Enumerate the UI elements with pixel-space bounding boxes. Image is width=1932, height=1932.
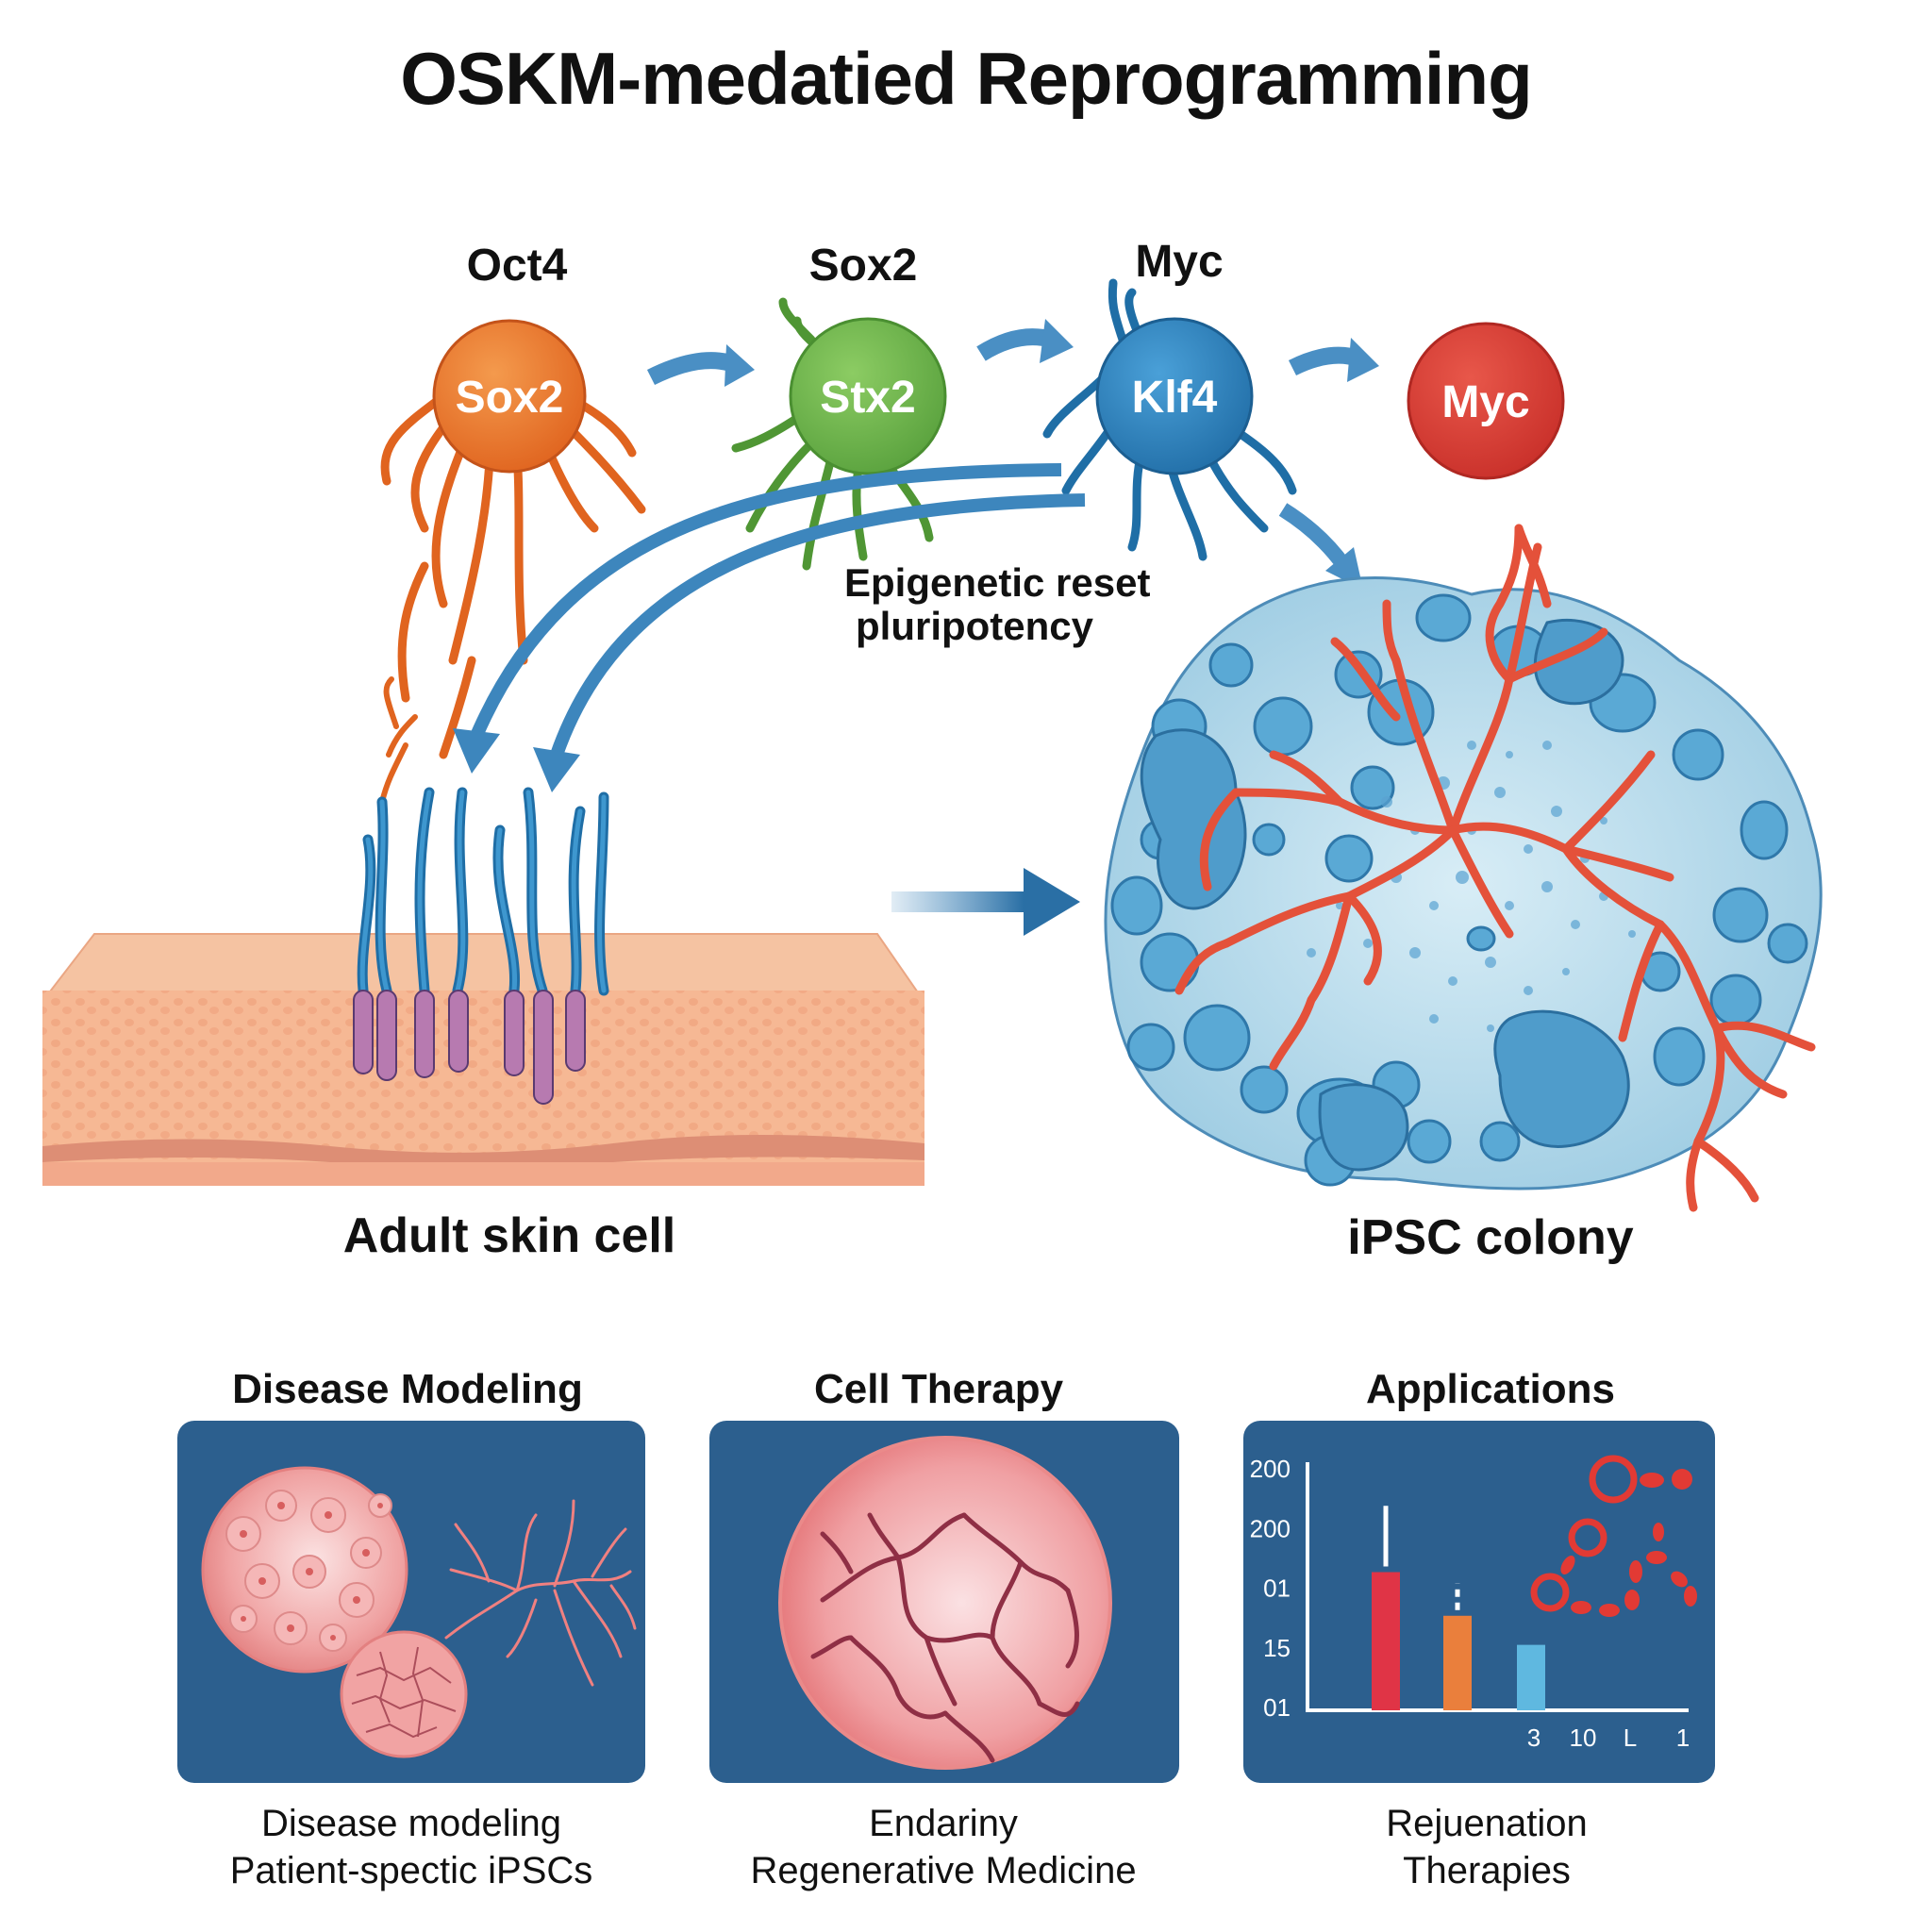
factor-label-oct4: Oct4 [466, 241, 568, 291]
sox2-cell-body [789, 317, 947, 475]
cell-label-myc: Myc [1441, 377, 1529, 427]
vessel-network [1174, 524, 1816, 1212]
oct4-cell-body [432, 319, 587, 474]
caption-applications: Rejuenation Therapies [1223, 1800, 1751, 1894]
bar-2 [1443, 1615, 1472, 1710]
molecule-illustration [1530, 1455, 1697, 1617]
myc-cell-body [1407, 322, 1565, 480]
caption-line2: Patient-spectic iPSCs [229, 1850, 593, 1891]
source-label: Adult skin cell [342, 1208, 676, 1263]
flow-arrow-1 [646, 352, 734, 386]
ipsc-colony [1104, 524, 1823, 1212]
arrow-head-icon [1040, 319, 1074, 363]
caption-cell-therapy: Endariny Regenerative Medicine [679, 1800, 1208, 1894]
panel-applications: 200 200 01 15 01 3 10 L 1 [1243, 1421, 1715, 1783]
arrow-head-icon [724, 344, 755, 387]
caption-line1: Disease modeling [261, 1803, 561, 1844]
hair-follicles [353, 787, 609, 1105]
caption-disease-modeling: Disease modeling Patient-spectic iPSCs [147, 1800, 675, 1894]
panel-title-disease-modeling: Disease Modeling [232, 1366, 583, 1412]
cell-label-klf4: Klf4 [1132, 373, 1218, 423]
page-title: OSKM-medatied Reprogramming [400, 37, 1532, 120]
arrow-head-icon [533, 747, 580, 792]
y-tick-label: 01 [1263, 1693, 1291, 1722]
panel-title-cell-therapy: Cell Therapy [813, 1366, 1064, 1412]
arrow-head-icon [453, 728, 500, 774]
y-tick-label: 200 [1250, 1455, 1291, 1483]
y-tick-label: 01 [1263, 1574, 1291, 1603]
cell-label-sox2: Sox2 [456, 373, 564, 423]
panel-disease-modeling [177, 1421, 645, 1783]
bar-1 [1372, 1572, 1400, 1710]
process-note: Epigenetic reset pluripotency [844, 560, 1151, 649]
y-tick-label: 15 [1263, 1634, 1291, 1662]
arrow-head-icon [1347, 338, 1379, 382]
caption-line2: Regenerative Medicine [750, 1850, 1137, 1891]
caption-line1: Endariny [869, 1803, 1018, 1844]
panel-cell-therapy [709, 1421, 1179, 1783]
tissue-sphere [778, 1436, 1112, 1770]
cell-therapy-illustration [778, 1436, 1112, 1770]
oct4-cell [379, 391, 646, 805]
x-tick-label: L [1624, 1724, 1637, 1752]
tissue-vessels [810, 1512, 1080, 1763]
reprogramming-diagram: Sox2 Stx2 Klf4 Myc [42, 278, 1823, 1212]
bar-3 [1517, 1644, 1545, 1710]
panel-title-applications: Applications [1365, 1366, 1616, 1412]
transition-arrow-head-icon [1024, 868, 1080, 936]
y-tick-label: 200 [1250, 1514, 1291, 1542]
x-tick-label: 1 [1676, 1724, 1690, 1752]
neuron-network [444, 1499, 637, 1687]
flow-arrow-to-colony [1278, 503, 1351, 571]
caption-line2: Therapies [1403, 1850, 1571, 1891]
return-arc-inner [550, 493, 1086, 758]
x-tick-label: 10 [1570, 1724, 1597, 1752]
factor-label-sox2: Sox2 [808, 241, 918, 291]
target-label: iPSC colony [1347, 1210, 1634, 1265]
transition-arrow-shaft [891, 891, 1024, 912]
x-tick-label: 3 [1527, 1724, 1541, 1752]
factor-label-myc: Myc [1135, 237, 1224, 287]
klf4-cell-body [1095, 317, 1254, 475]
return-arc-outer [470, 463, 1062, 739]
disease-modeling-illustration [201, 1466, 637, 1758]
cell-sphere-small [340, 1630, 468, 1758]
cell-label-stx2: Stx2 [820, 373, 915, 423]
process-note-line2: pluripotency [856, 604, 1094, 649]
applications-bar-chart: 200 200 01 15 01 3 10 L 1 [1250, 1455, 1697, 1752]
skin-tissue [42, 933, 924, 1186]
process-note-line1: Epigenetic reset [844, 560, 1151, 605]
caption-line1: Rejuenation [1386, 1803, 1588, 1844]
